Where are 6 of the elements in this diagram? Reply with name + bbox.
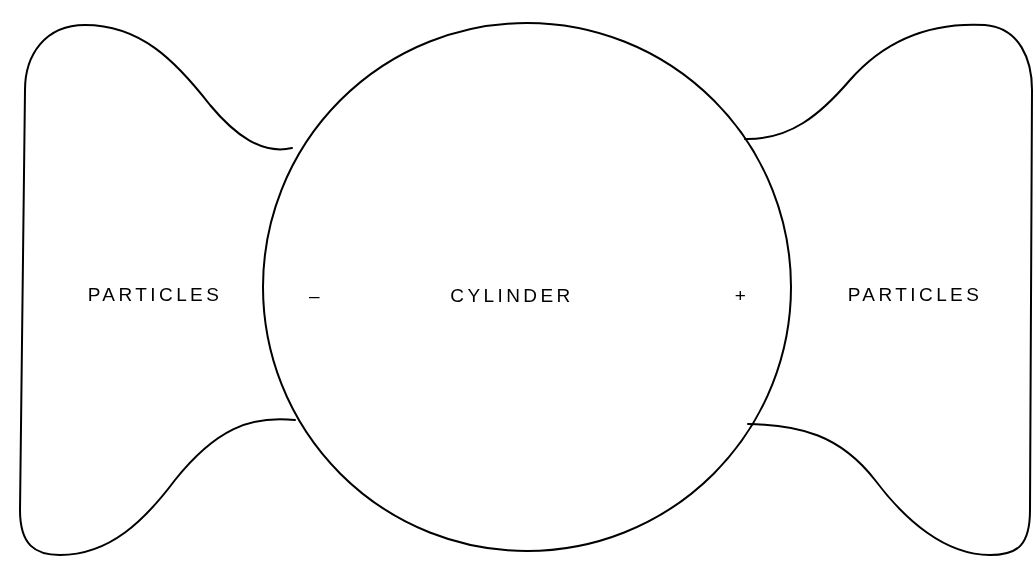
- cylinder-circle: [262, 22, 792, 552]
- region-label: PARTICLES: [847, 285, 983, 304]
- region-label: CYLINDER: [450, 286, 574, 305]
- minus-sign: –: [309, 286, 323, 305]
- region-label: PARTICLES: [87, 285, 223, 304]
- plus-sign: +: [734, 286, 750, 305]
